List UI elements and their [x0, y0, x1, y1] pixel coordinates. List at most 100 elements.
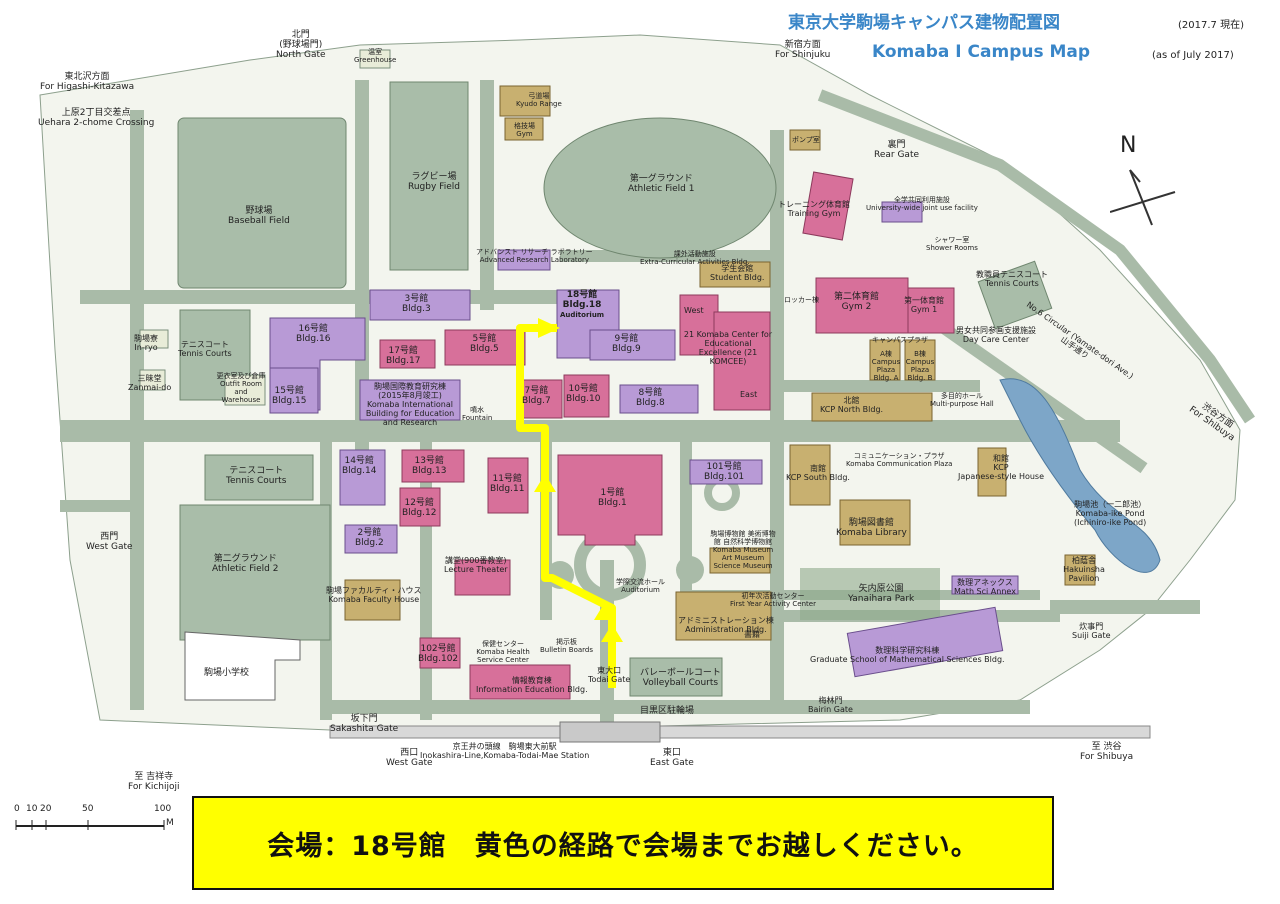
gym-1-label[interactable]: 第一体育館 Gym 1: [904, 296, 944, 314]
bldg-14-label[interactable]: 14号館 Bldg.14: [342, 456, 376, 476]
bldg-101-label[interactable]: 101号館 Bldg.101: [704, 462, 744, 482]
advanced-lab-label: アドバンスト リサーチ ラボラトリー Advanced Research Lab…: [476, 248, 593, 264]
health-center-label[interactable]: 保健センター Komaba Health Service Center: [468, 640, 538, 664]
label-en: Extra-Curricular Activities Bldg.: [640, 258, 750, 266]
label-en: Kyudo Range: [516, 100, 562, 108]
plaza-a: [869, 339, 901, 381]
scale-label: 20: [40, 804, 52, 814]
label-en: Day Care Center: [962, 335, 1030, 344]
label-ja: 8号館: [638, 388, 663, 398]
label-en: Bldg.8: [636, 398, 665, 408]
locker-label: ロッカー棟: [784, 296, 819, 304]
scale-bar: 0 10 20 50 100 M: [14, 804, 184, 840]
venue-notice-text: 会場：18号館 黄色の経路で会場までお越しください。: [267, 830, 979, 862]
label-ja: 11号館: [492, 474, 522, 484]
label-ja: 16号館: [298, 324, 328, 334]
gsms-label[interactable]: 数理科学研究科棟 Graduate School of Mathematical…: [810, 646, 1005, 664]
bldg-18-label[interactable]: 18号館 Bldg.18 Auditorium: [560, 290, 604, 320]
kyudo-label: 弓道場 Kyudo Range: [516, 92, 562, 108]
training-gym-label: トレーニング体育館 Training Gym: [778, 200, 850, 218]
tennis-courts-staff-label: 教職員テニスコート Tennis Courts: [976, 270, 1048, 288]
info-edu-label[interactable]: 情報教育棟 Information Education Bldg.: [476, 676, 588, 694]
label-ja: 温室: [368, 48, 383, 56]
label-en: Information Education Bldg.: [476, 685, 588, 694]
gym-2-label[interactable]: 第二体育館 Gym 2: [834, 292, 879, 312]
bldg-17-label[interactable]: 17号館 Bldg.17: [386, 346, 420, 366]
label-ja: 情報教育棟: [511, 676, 552, 685]
label-en: Komaba Library: [836, 528, 907, 538]
label-en: Inokashira-Line,Komaba-Todai-Mae Station: [420, 751, 590, 760]
math-annex: [951, 575, 1019, 595]
suiji-gate-label[interactable]: 炊事門 Suiji Gate: [1072, 622, 1111, 640]
school-label: 駒場小学校: [204, 668, 250, 678]
bldg-7-label[interactable]: 7号館 Bldg.7: [522, 386, 551, 406]
label-en: Suiji Gate: [1072, 631, 1111, 640]
iis-label[interactable]: 駒場国際教育研究棟 (2015年8月竣工) Komaba Internation…: [362, 382, 458, 427]
west-exit-label[interactable]: 西口 West Gate: [386, 748, 433, 768]
label-en: Bldg.5: [470, 344, 499, 354]
library-label[interactable]: 駒場図書館 Komaba Library: [836, 518, 907, 538]
label-en: For Kichijoji: [128, 782, 180, 792]
bldg-3-label[interactable]: 3号館 Bldg.3: [402, 294, 431, 314]
label-ja: 101号館: [706, 462, 742, 472]
museum-label[interactable]: 駒場博物館 美術博物館 自然科学博物館 Komaba Museum Art Mu…: [708, 530, 778, 570]
label-ja: 第一体育館: [904, 296, 944, 305]
north-letter: N: [1120, 133, 1136, 158]
yamate-road: [817, 89, 1255, 424]
label-ja: 東口: [662, 748, 681, 758]
label-ja: 駒場博物館 美術博物館 自然科学博物館: [710, 530, 776, 546]
admin-label[interactable]: アドミニストレーション棟 Administration Bldg.: [678, 616, 774, 634]
bldg-15: [269, 367, 319, 414]
bldg-5-label[interactable]: 5号館 Bldg.5: [470, 334, 499, 354]
rear-gate-label[interactable]: 裏門 Rear Gate: [874, 140, 919, 160]
bldg-9-label[interactable]: 9号館 Bldg.9: [612, 334, 641, 354]
label-ja: 京王井の頭線 駒場東大前駅: [452, 742, 557, 751]
label-ja: バレーボールコート: [640, 668, 721, 678]
label-ja: 西口: [400, 748, 419, 758]
label-ja: 更衣室及び倉庫: [216, 372, 266, 380]
komcee-label[interactable]: 21 Komaba Center for Educational Excelle…: [683, 330, 773, 366]
faculty-house-label[interactable]: 駒場ファカルティ・ハウス Komaba Faculty House: [326, 586, 422, 604]
todai-gate-label[interactable]: 東大口 Todai Gate: [588, 666, 630, 684]
bldg-11-label[interactable]: 11号館 Bldg.11: [490, 474, 524, 494]
kcp-south-label[interactable]: 南館 KCP South Bldg.: [786, 464, 850, 482]
bldg-2-label[interactable]: 2号館 Bldg.2: [355, 528, 384, 548]
bldg-102-label[interactable]: 102号館 Bldg.102: [418, 644, 458, 664]
label-en: For Higashi-Kitazawa: [40, 82, 135, 92]
label-ja: 9号館: [614, 334, 639, 344]
japanese-house-label[interactable]: 和館 KCP Japanese-style House: [958, 454, 1044, 481]
bldg-15-label[interactable]: 15号館 Bldg.15: [272, 386, 306, 406]
bldg-12-label[interactable]: 12号館 Bldg.12: [402, 498, 436, 518]
bldg-13-label[interactable]: 13号館 Bldg.13: [412, 456, 446, 476]
bldg-1-label[interactable]: 1号館 Bldg.1: [598, 488, 627, 508]
bldg-16-label[interactable]: 16号館 Bldg.16: [296, 324, 330, 344]
lecture-theater-label[interactable]: 講堂(900番教室) Lecture Theater: [444, 556, 508, 574]
fountain-label: 噴水 Fountain: [462, 406, 492, 422]
math-annex-label[interactable]: 数理アネックス Math Sci Annex: [954, 578, 1016, 596]
label-en: Bldg.2: [355, 538, 384, 548]
west-gate-label[interactable]: 西門 West Gate: [86, 532, 133, 552]
label-ja: 矢内原公園: [858, 584, 904, 594]
label-ja: 格技場: [514, 122, 535, 130]
label-en: For Shibuya: [1080, 752, 1134, 762]
sakashita-gate-label[interactable]: 坂下門 Sakashita Gate: [330, 714, 398, 734]
east-exit-label[interactable]: 東口 East Gate: [650, 748, 694, 768]
auditorium-mini-label: 学際交流ホール Auditorium: [616, 578, 665, 594]
kcp-north-label[interactable]: 北館 KCP North Bldg.: [820, 396, 883, 414]
north-gate-label[interactable]: 北門 (野球場門) North Gate: [276, 30, 326, 60]
label-ja: アドミニストレーション棟: [678, 616, 774, 625]
bairin-gate-label[interactable]: 梅林門 Bairin Gate: [808, 696, 853, 714]
railway: [329, 725, 1151, 739]
bldg-7: [519, 379, 563, 419]
label-en: In-ryo: [134, 343, 158, 352]
scale-bar-graphic: [15, 820, 165, 830]
bldg-3: [369, 289, 471, 321]
label-en: Rugby Field: [408, 182, 460, 192]
label-en: Bldg.14: [342, 466, 377, 476]
komcee-west: [679, 294, 719, 356]
plaza-b: [904, 339, 936, 381]
bldg-10-label[interactable]: 10号館 Bldg.10: [566, 384, 600, 404]
label-ja: 北館: [843, 396, 860, 405]
training-gym: [802, 171, 854, 241]
bldg-8-label[interactable]: 8号館 Bldg.8: [636, 388, 665, 408]
